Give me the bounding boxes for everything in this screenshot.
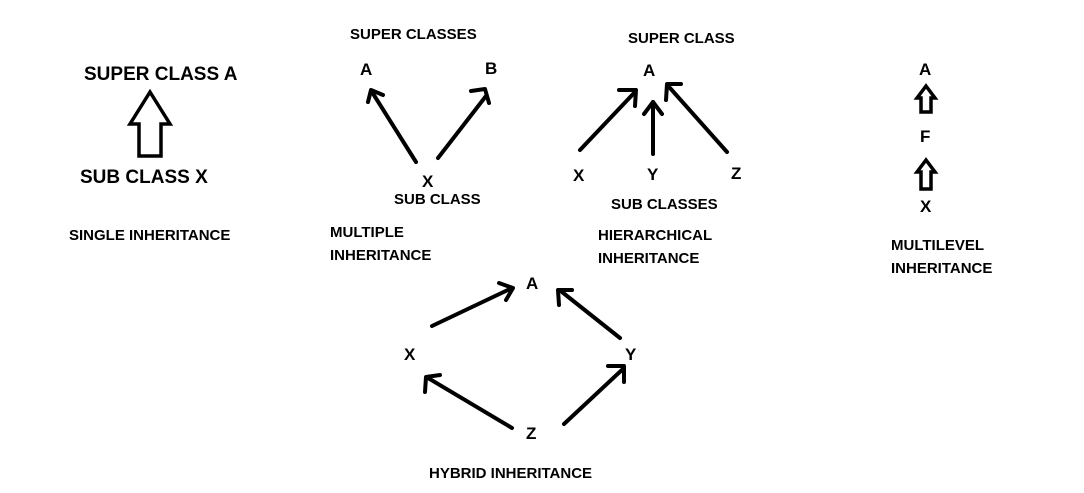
multiple-node-x: X (422, 172, 434, 191)
single-inheritance-arrow (126, 88, 174, 158)
hierarchical-arrow-x-to-a (578, 88, 638, 152)
multiple-caption-line1: MULTIPLE (330, 224, 404, 241)
multiple-arrow-x-to-b (436, 87, 491, 160)
multiple-arrow-x-to-a (366, 88, 418, 164)
hierarchical-node-x: X (573, 166, 585, 185)
hierarchical-node-z: Z (731, 164, 742, 183)
hybrid-node-x: X (404, 345, 416, 364)
hierarchical-sub-classes-label: SUB CLASSES (611, 196, 718, 213)
multilevel-node-a: A (919, 60, 932, 79)
hierarchical-super-class-header: SUPER CLASS (628, 30, 735, 47)
hierarchical-arrow-y-to-a (642, 100, 664, 156)
multilevel-arrow-x-to-f (913, 157, 939, 191)
hybrid-node-a: A (526, 274, 539, 293)
hierarchical-caption-line1: HIERARCHICAL (598, 227, 713, 244)
multilevel-caption-line2: INHERITANCE (891, 260, 993, 277)
hybrid-arrow-x-to-a (430, 281, 515, 328)
hybrid-node-z: Z (526, 424, 537, 443)
hierarchical-caption-line2: INHERITANCE (598, 250, 700, 267)
hybrid-arrow-y-to-a (556, 288, 622, 340)
single-super-class-label: SUPER CLASS A (84, 64, 238, 85)
multilevel-caption-line1: MULTILEVEL (891, 237, 985, 254)
hierarchical-node-a: A (643, 61, 656, 80)
hybrid-arrow-z-to-y (562, 364, 626, 426)
multiple-super-classes-header: SUPER CLASSES (350, 26, 477, 43)
hierarchical-arrow-z-to-a (664, 82, 729, 154)
hybrid-arrow-z-to-x (423, 373, 514, 430)
single-sub-class-label: SUB CLASS X (80, 167, 208, 188)
single-inheritance-caption: SINGLE INHERITANCE (69, 227, 231, 244)
multiple-caption-line2: INHERITANCE (330, 247, 432, 264)
multiple-node-b: B (485, 59, 498, 78)
multilevel-node-x: X (920, 197, 932, 216)
hybrid-node-y: Y (625, 345, 637, 364)
multiple-node-a: A (360, 60, 373, 79)
multilevel-node-f: F (920, 127, 931, 146)
hierarchical-node-y: Y (647, 165, 659, 184)
multiple-sub-class-label: SUB CLASS (394, 191, 481, 208)
hybrid-caption: HYBRID INHERITANCE (429, 465, 593, 482)
multilevel-arrow-f-to-a (913, 83, 939, 114)
